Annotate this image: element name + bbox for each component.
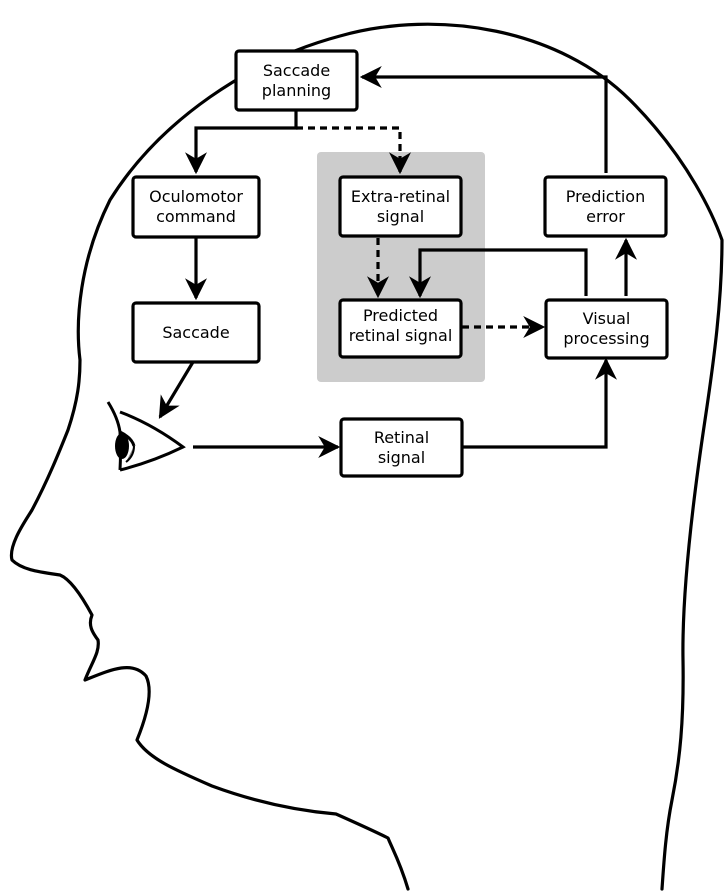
head-silhouette <box>9 22 724 891</box>
node-label-line: Saccade <box>263 61 330 80</box>
node-label-line: retinal signal <box>349 326 453 345</box>
node-label-line: Retinal <box>374 428 429 447</box>
edges <box>158 66 637 458</box>
edge-visual-processing-to-predicted-retinal-signal <box>409 248 588 299</box>
node-label-line: Predicted <box>363 306 438 325</box>
edge-saccade-to-eye <box>158 361 195 419</box>
edge-prediction-error-to-saccade-planning <box>359 66 608 173</box>
edge-saccade-planning-to-oculomotor-command <box>185 110 298 175</box>
node-label-line: Extra-retinal <box>351 187 450 206</box>
node-label-line: command <box>156 207 236 226</box>
node-saccade: Saccade <box>131 301 261 364</box>
node-label-line: Visual <box>583 309 631 328</box>
node-label-line: Oculomotor <box>149 187 243 206</box>
node-label-line: processing <box>563 329 649 348</box>
node-label-line: signal <box>377 207 424 226</box>
node-saccade-label: Saccade <box>162 323 229 342</box>
node-label-line: Prediction <box>566 187 645 206</box>
node-label-line: error <box>586 207 625 226</box>
node-label-line: signal <box>378 448 425 467</box>
eye-icon <box>106 401 186 472</box>
node-label-line: Saccade <box>162 323 229 342</box>
edge-retinal-signal-to-visual-processing <box>462 357 617 449</box>
node-label-line: planning <box>262 81 331 100</box>
edge-saccade-planning-to-extra-retinal-signal <box>296 126 411 175</box>
